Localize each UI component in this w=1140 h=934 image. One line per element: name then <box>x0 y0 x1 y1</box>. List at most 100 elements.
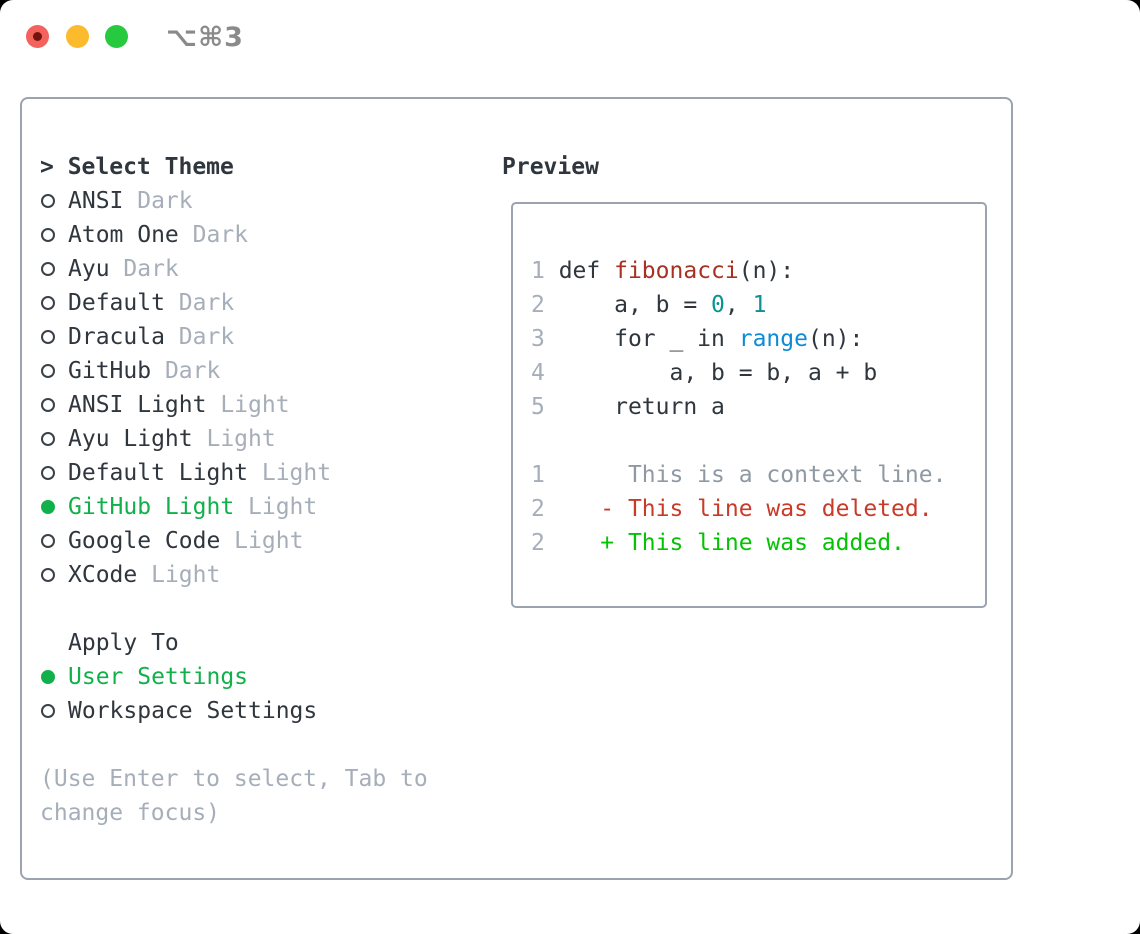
code-token: + This line was added. <box>544 530 905 556</box>
radio-icon[interactable] <box>41 398 55 412</box>
theme-option-ayu-light[interactable]: Ayu Light Light <box>40 422 470 456</box>
spacer <box>40 728 470 762</box>
code-token: - This line was deleted. <box>544 496 933 522</box>
window-shortcut-label: ⌥⌘3 <box>166 22 244 53</box>
variant-label: Dark <box>123 188 193 214</box>
variant-label: Dark <box>178 222 249 248</box>
line-number: 2 <box>531 496 545 522</box>
code-token: (n): <box>738 258 795 284</box>
code-token: , <box>724 292 753 318</box>
radio-icon[interactable] <box>41 466 55 480</box>
theme-option-default[interactable]: Default Dark <box>40 286 470 320</box>
radio-icon[interactable] <box>41 704 55 718</box>
code-token: for _ in <box>544 326 739 352</box>
radio-icon[interactable] <box>41 568 55 582</box>
code-blank-line <box>531 424 985 458</box>
code-line: 4 a, b = b, a + b <box>531 356 985 390</box>
theme-option-github[interactable]: GitHub Dark <box>40 354 470 388</box>
variant-label: Light <box>192 426 276 452</box>
code-line: 5 return a <box>531 390 985 424</box>
theme-option-ansi-light[interactable]: ANSI Light Light <box>40 388 470 422</box>
option-label: ANSI <box>68 188 124 214</box>
line-number: 2 <box>531 530 545 556</box>
code-token: range <box>738 326 808 352</box>
preview-header: Preview <box>502 154 599 180</box>
code-token: 0 <box>711 292 725 318</box>
variant-label: Light <box>234 494 318 520</box>
radio-selected-icon[interactable] <box>41 500 55 514</box>
option-label: Default <box>68 290 165 316</box>
apply-to-header: Apply To <box>68 630 179 656</box>
variant-label: Dark <box>151 358 221 384</box>
apply-option-workspace-settings[interactable]: Workspace Settings <box>40 694 470 728</box>
code-token: 1 <box>752 292 767 318</box>
apply-option-user-settings[interactable]: User Settings <box>40 660 470 694</box>
option-label: Google Code <box>68 528 221 554</box>
radio-icon[interactable] <box>41 364 55 378</box>
line-number: 4 <box>531 360 545 386</box>
variant-label: Dark <box>164 324 235 350</box>
code-line: 2 + This line was added. <box>531 526 985 560</box>
code-token: fibonacci <box>614 258 739 284</box>
radio-icon[interactable] <box>41 296 55 310</box>
code-line: 2 - This line was deleted. <box>531 492 985 526</box>
keyboard-hint: (Use Enter to select, Tab to change focu… <box>40 766 442 826</box>
option-label: Ayu <box>68 256 110 282</box>
code-token: (n): <box>807 326 864 352</box>
option-label: XCode <box>68 562 138 588</box>
line-number: 3 <box>531 326 545 352</box>
code-token: return a <box>544 394 725 420</box>
option-label: Workspace Settings <box>68 698 318 724</box>
radio-icon[interactable] <box>41 194 55 208</box>
minimize-button-icon[interactable] <box>66 25 89 48</box>
code-line: 1 def fibonacci(n): <box>531 254 985 288</box>
zoom-button-icon[interactable] <box>105 25 128 48</box>
option-label: Dracula <box>68 324 165 350</box>
variant-label: Dark <box>109 256 179 282</box>
spacer <box>40 592 470 626</box>
titlebar: ⌥⌘3 <box>0 0 1140 74</box>
theme-option-default-light[interactable]: Default Light Light <box>40 456 470 490</box>
option-label: GitHub <box>68 358 152 384</box>
theme-option-dracula[interactable]: Dracula Dark <box>40 320 470 354</box>
option-label: Default Light <box>68 460 249 486</box>
theme-option-xcode[interactable]: XCode Light <box>40 558 470 592</box>
radio-icon[interactable] <box>41 228 55 242</box>
variant-label: Light <box>137 562 221 588</box>
code-token: def <box>544 258 615 284</box>
variant-label: Light <box>248 460 332 486</box>
line-number: 2 <box>531 292 545 318</box>
code-token: This is a context line. <box>544 462 947 488</box>
option-label: Ayu Light <box>68 426 193 452</box>
variant-label: Light <box>206 392 290 418</box>
variant-label: Light <box>220 528 304 554</box>
variant-label: Dark <box>164 290 235 316</box>
code-line: 1 This is a context line. <box>531 458 985 492</box>
option-label: Atom One <box>68 222 179 248</box>
radio-selected-icon[interactable] <box>41 670 55 684</box>
theme-option-ayu[interactable]: Ayu Dark <box>40 252 470 286</box>
option-label: ANSI Light <box>68 392 207 418</box>
code-line: 2 a, b = 0, 1 <box>531 288 985 322</box>
radio-icon[interactable] <box>41 534 55 548</box>
option-label: GitHub Light <box>68 494 235 520</box>
theme-option-atom-one[interactable]: Atom One Dark <box>40 218 470 252</box>
option-label: User Settings <box>68 664 249 690</box>
theme-option-ansi[interactable]: ANSI Dark <box>40 184 470 218</box>
theme-option-google-code[interactable]: Google Code Light <box>40 524 470 558</box>
theme-option-github-light[interactable]: GitHub Light Light <box>40 490 470 524</box>
select-theme-header: > Select Theme <box>40 154 234 180</box>
code-line: 3 for _ in range(n): <box>531 322 985 356</box>
line-number: 1 <box>531 258 545 284</box>
radio-icon[interactable] <box>41 330 55 344</box>
close-button-icon[interactable] <box>26 25 49 48</box>
radio-icon[interactable] <box>41 262 55 276</box>
radio-icon[interactable] <box>41 432 55 446</box>
